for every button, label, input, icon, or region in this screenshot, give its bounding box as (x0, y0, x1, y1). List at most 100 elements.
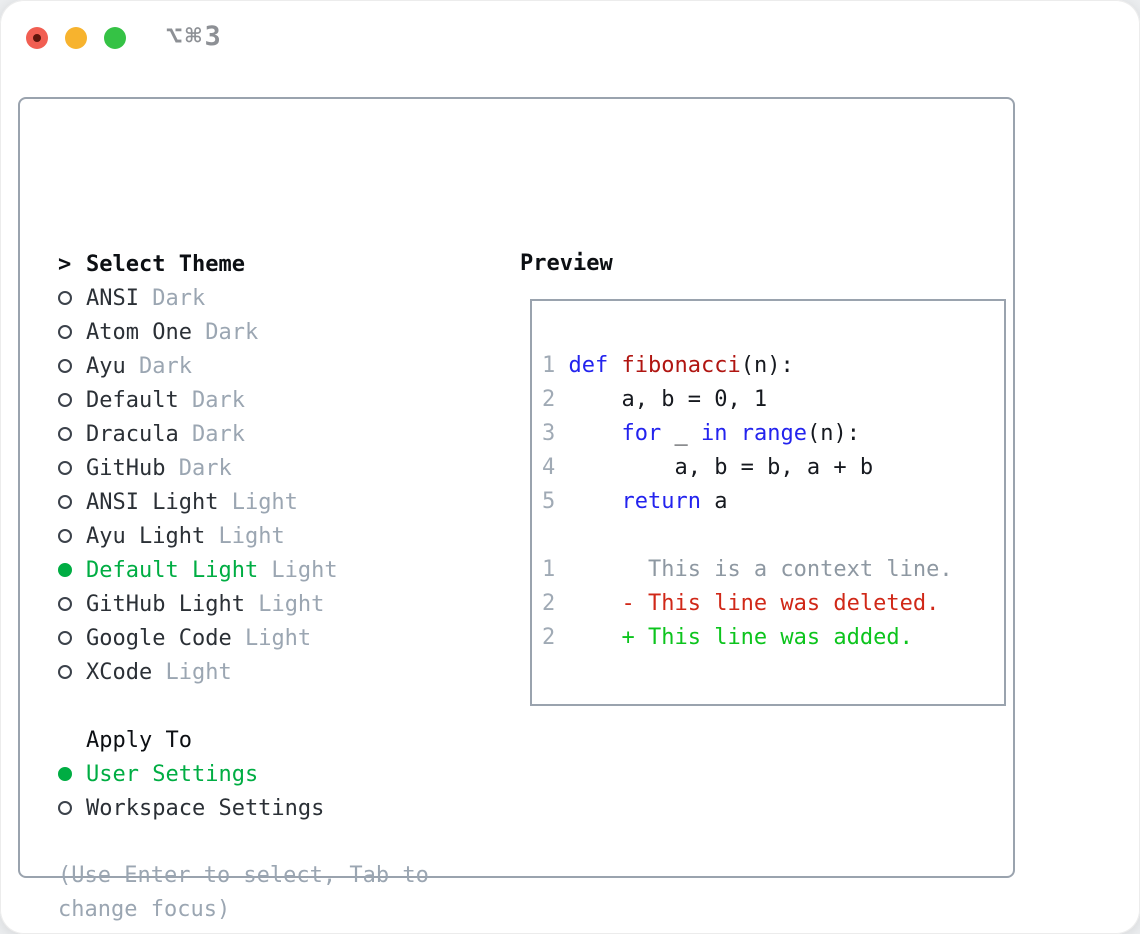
theme-variant: Light (231, 625, 312, 651)
code-token-plain (569, 489, 622, 514)
radio-marker (58, 597, 86, 611)
theme-option-label: Default Dark (86, 388, 245, 413)
radio-marker (58, 495, 86, 509)
line-number: 3 (542, 421, 569, 446)
code-token-keyword: in (700, 421, 728, 446)
radio-unselected-icon (58, 325, 72, 339)
theme-option-github[interactable]: GitHub Dark (58, 451, 498, 485)
code-token-plain (727, 421, 740, 446)
radio-unselected-icon (58, 461, 72, 475)
theme-option-label: Default Light Light (86, 558, 338, 583)
radio-unselected-icon (58, 359, 72, 373)
line-number: 4 (542, 455, 569, 480)
theme-name: Atom One (86, 319, 192, 345)
line-number: 2 (542, 591, 569, 616)
theme-option-atom-one[interactable]: Atom One Dark (58, 315, 498, 349)
theme-option-default-light[interactable]: Default Light Light (58, 553, 498, 587)
theme-variant: Dark (178, 421, 245, 447)
theme-option-ansi[interactable]: ANSI Dark (58, 281, 498, 315)
select-theme-header-label: Select Theme (86, 251, 245, 277)
code-token-keyword: range (740, 421, 807, 446)
apply-option-user-settings[interactable]: User Settings (58, 757, 498, 791)
diff-text: - This line was deleted. (568, 591, 940, 616)
theme-variant: Light (244, 591, 325, 617)
theme-option-google-code[interactable]: Google Code Light (58, 621, 498, 655)
theme-name: Ayu (86, 353, 126, 379)
zoom-window-button[interactable] (104, 27, 126, 49)
theme-option-label: Atom One Dark (86, 320, 258, 345)
keyboard-shortcut-label: ⌥⌘3 (166, 21, 224, 52)
theme-name: Dracula (86, 421, 179, 447)
radio-marker (58, 529, 86, 543)
code-token-plain: a, b = 0, 1 (568, 387, 768, 412)
line-number: 1 (542, 557, 569, 582)
theme-option-label: Google Code Light (86, 626, 311, 651)
select-theme-header: > Select Theme (58, 247, 498, 281)
theme-option-label: GitHub Light Light (86, 592, 324, 617)
radio-marker (58, 563, 86, 577)
spacer (58, 825, 498, 859)
apply-option-label: User Settings (86, 762, 258, 787)
radio-marker (58, 801, 86, 815)
radio-unselected-icon (58, 597, 72, 611)
close-window-button[interactable] (26, 27, 48, 49)
code-token-plain (608, 353, 621, 378)
diff-text: This is a context line. (568, 557, 953, 582)
theme-variant: Light (205, 523, 285, 549)
radio-unselected-icon (58, 291, 72, 305)
line-number: 2 (542, 625, 569, 650)
theme-variant: Dark (125, 353, 192, 379)
theme-name: Google Code (86, 625, 232, 651)
theme-option-ansi-light[interactable]: ANSI Light Light (58, 485, 498, 519)
minimize-window-button[interactable] (65, 27, 87, 49)
theme-option-xcode[interactable]: XCode Light (58, 655, 498, 689)
radio-unselected-icon (58, 495, 72, 509)
diff-preview-lines: 1 This is a context line.2 - This line w… (542, 553, 1004, 655)
radio-unselected-icon (58, 665, 72, 679)
apply-option-name: User Settings (86, 761, 259, 787)
code-line: 3 for _ in range(n): (542, 417, 1004, 451)
code-token-plain: (n): (806, 421, 860, 446)
code-token-plain: (n): (740, 353, 794, 378)
theme-option-github-light[interactable]: GitHub Light Light (58, 587, 498, 621)
radio-marker (58, 325, 86, 339)
code-token-plain: a (700, 489, 728, 514)
radio-unselected-icon (58, 801, 72, 815)
theme-variant: Dark (165, 455, 232, 481)
theme-variant: Light (218, 489, 298, 515)
theme-name: GitHub (86, 455, 166, 481)
code-line: 5 return a (542, 485, 1004, 519)
radio-marker (58, 767, 86, 781)
code-token-keyword: return (621, 489, 701, 514)
line-number: 2 (542, 387, 569, 412)
diff-line-deleted: 2 - This line was deleted. (542, 587, 1004, 621)
theme-name: ANSI (86, 285, 139, 311)
theme-name: ANSI Light (86, 489, 219, 515)
theme-option-ayu[interactable]: Ayu Dark (58, 349, 498, 383)
theme-option-ayu-light[interactable]: Ayu Light Light (58, 519, 498, 553)
code-token-keyword: for (621, 421, 662, 446)
theme-option-label: ANSI Light Light (86, 490, 298, 515)
theme-variant: Light (258, 557, 338, 583)
theme-option-label: Ayu Dark (86, 354, 192, 379)
apply-option-label: Workspace Settings (86, 796, 324, 821)
focus-caret-icon: > (58, 251, 72, 277)
diff-text: + This line was added. (568, 625, 913, 650)
spacer (542, 519, 1004, 553)
apply-option-workspace-settings[interactable]: Workspace Settings (58, 791, 498, 825)
theme-option-dracula[interactable]: Dracula Dark (58, 417, 498, 451)
theme-name: GitHub Light (86, 591, 245, 617)
diff-line-added: 2 + This line was added. (542, 621, 1004, 655)
theme-option-default[interactable]: Default Dark (58, 383, 498, 417)
keyboard-hint-text: (Use Enter to select, Tab to change focu… (58, 863, 429, 922)
theme-option-label: XCode Light (86, 660, 232, 685)
theme-variant: Light (152, 659, 232, 685)
code-token-plain: _ (661, 421, 701, 446)
radio-selected-icon (58, 563, 72, 577)
apply-option-name: Workspace Settings (86, 795, 325, 821)
theme-variant: Dark (138, 285, 206, 311)
diff-line-context: 1 This is a context line. (542, 553, 1004, 587)
